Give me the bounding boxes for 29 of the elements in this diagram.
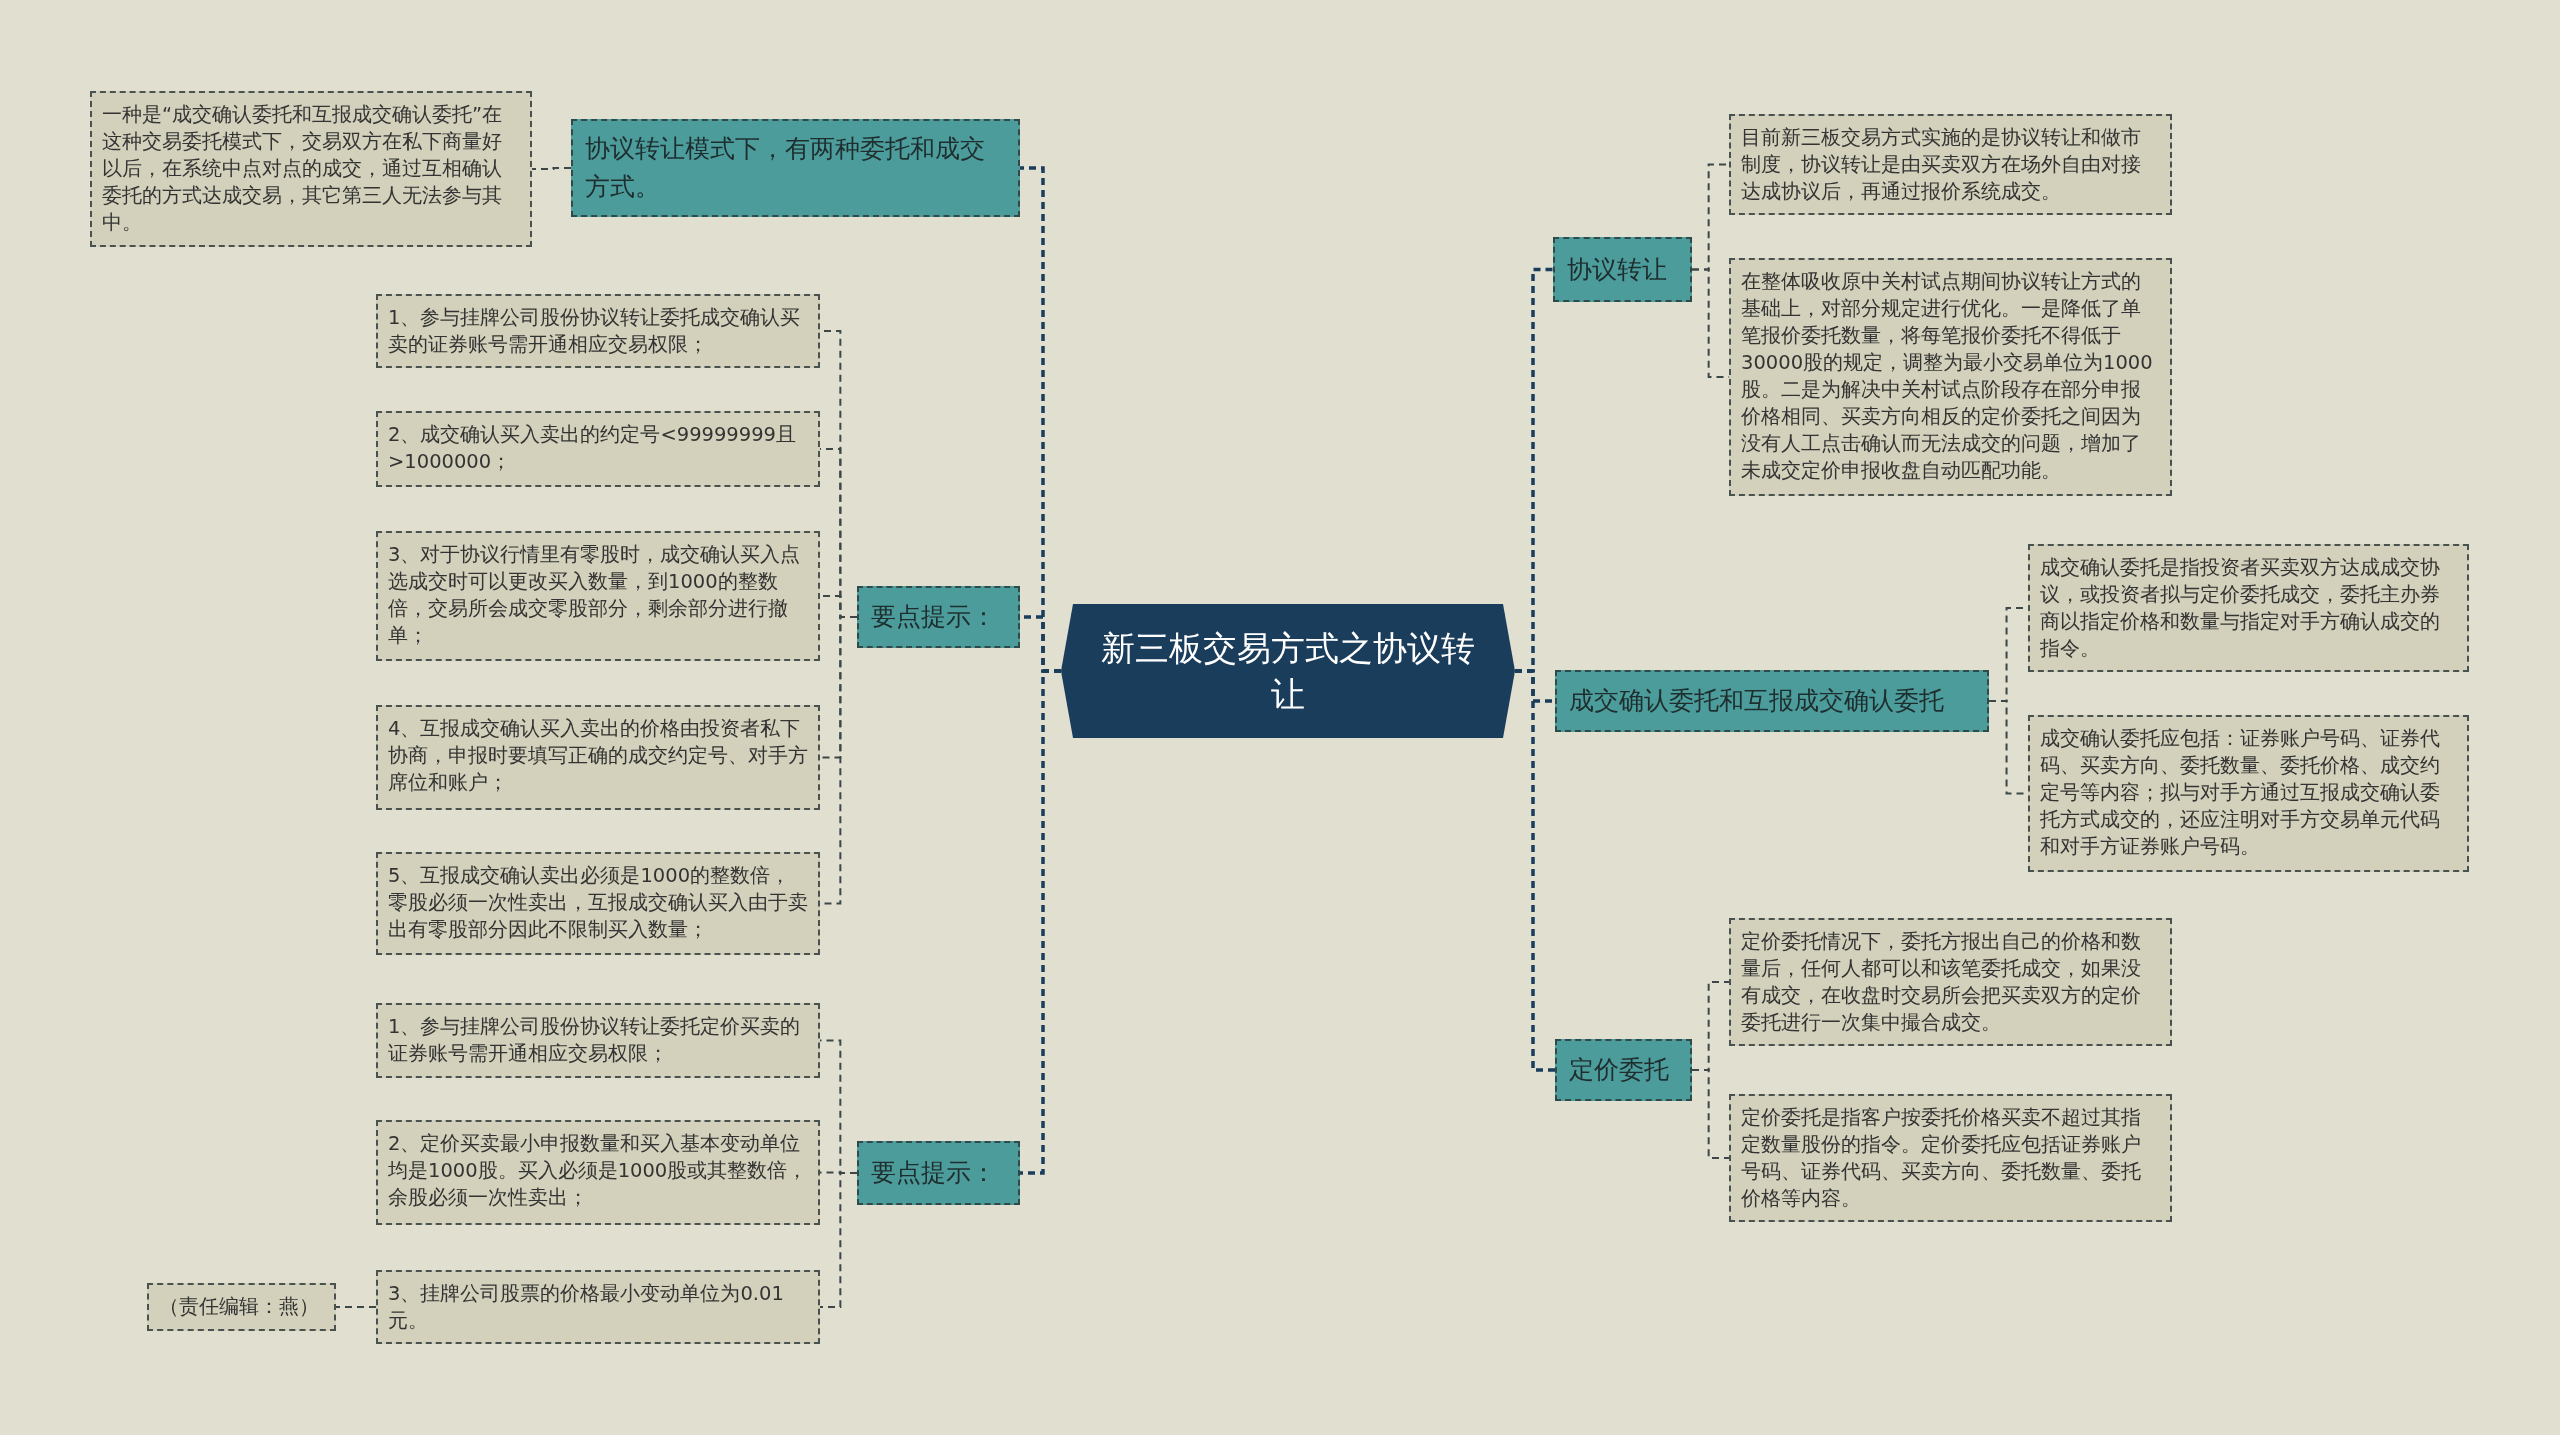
- topic-box: 成交确认委托和互报成交确认委托: [1555, 670, 1989, 732]
- connector: [335, 1306, 377, 1308]
- connector: [1515, 669, 1555, 1072]
- note-box: 在整体吸收原中关村试点期间协议转让方式的基础上，对部分规定进行优化。一是降低了单笔报价委托数量，将每笔报价委托不得低于30000股的规定，调整为最小交易单位为1000股。二是为解决中关村试点阶段存在部分申报价格相同、买卖方向相反的定价委托之间因为没有人工点击确认而无法成交的问题，增加了未成交定价申报收盘自动匹配功能。: [1729, 258, 2172, 496]
- topic-box: 要点提示：: [857, 586, 1020, 648]
- note-box: 定价委托情况下，委托方报出自己的价格和数量后，任何人都可以和该笔委托成交，如果没有成交，在收盘时交易所会把买卖双方的定价委托进行一次集中撮合成交。: [1729, 918, 2172, 1046]
- connector: [1020, 669, 1061, 1175]
- topic-box: 定价委托: [1555, 1039, 1692, 1101]
- note-box: 5、互报成交确认卖出必须是1000的整数倍，零股必须一次性卖出，互报成交确认买入由于卖出有零股部分因此不限制买入数量；: [376, 852, 820, 955]
- topic-box: 协议转让模式下，有两种委托和成交方式。: [571, 119, 1020, 217]
- note-box: 1、参与挂牌公司股份协议转让委托成交确认买卖的证券账号需开通相应交易权限；: [376, 294, 820, 368]
- note-box: 定价委托是指客户按委托价格买卖不超过其指定数量股份的指令。定价委托应包括证券账户号码、证券代码、买卖方向、委托数量、委托价格等内容。: [1729, 1094, 2172, 1222]
- note-box: 成交确认委托是指投资者买卖双方达成成交协议，或投资者拟与定价委托成交，委托主办券商以指定价格和数量与指定对手方确认成交的指令。: [2028, 544, 2469, 672]
- note-box: 4、互报成交确认买入卖出的价格由投资者私下协商，申报时要填写正确的成交约定号、对手方席位和账户；: [376, 705, 820, 810]
- note-box: 3、挂牌公司股票的价格最小变动单位为0.01元。: [376, 1270, 820, 1344]
- central-topic: 新三板交易方式之协议转让: [1061, 604, 1515, 738]
- connector: [531, 167, 572, 170]
- note-box: （责任编辑：燕）: [147, 1283, 336, 1331]
- note-box: 一种是“成交确认委托和互报成交确认委托”在这种交易委托模式下，交易双方在私下商量好以后，在系统中点对点的成交，通过互相确认委托的方式达成交易，其它第三人无法参与其中。: [90, 91, 532, 247]
- note-box: 1、参与挂牌公司股份协议转让委托定价买卖的证券账号需开通相应交易权限；: [376, 1003, 820, 1078]
- note-box: 3、对于协议行情里有零股时，成交确认买入点选成交时可以更改买入数量，到1000的整数倍，交易所会成交零股部分，剩余部分进行撤单；: [376, 531, 820, 661]
- topic-box: 协议转让: [1553, 237, 1692, 302]
- topic-box: 要点提示：: [857, 1141, 1020, 1205]
- note-box: 成交确认委托应包括：证券账户号码、证券代码、买卖方向、委托数量、委托价格、成交约定号等内容；拟与对手方通过互报成交确认委托方式成交的，还应注明对手方交易单元代码和对手方证券账户号码。: [2028, 715, 2469, 872]
- note-box: 目前新三板交易方式实施的是协议转让和做市制度，协议转让是由买卖双方在场外自由对接达成协议后，再通过报价系统成交。: [1729, 114, 2172, 215]
- connector: [819, 1172, 858, 1308]
- note-box: 2、定价买卖最小申报数量和买入基本变动单位均是1000股。买入必须是1000股或其整数倍，余股必须一次性卖出；: [376, 1120, 820, 1225]
- note-box: 2、成交确认买入卖出的约定号<99999999且>1000000；: [376, 411, 820, 487]
- connector: [1691, 1069, 1730, 1159]
